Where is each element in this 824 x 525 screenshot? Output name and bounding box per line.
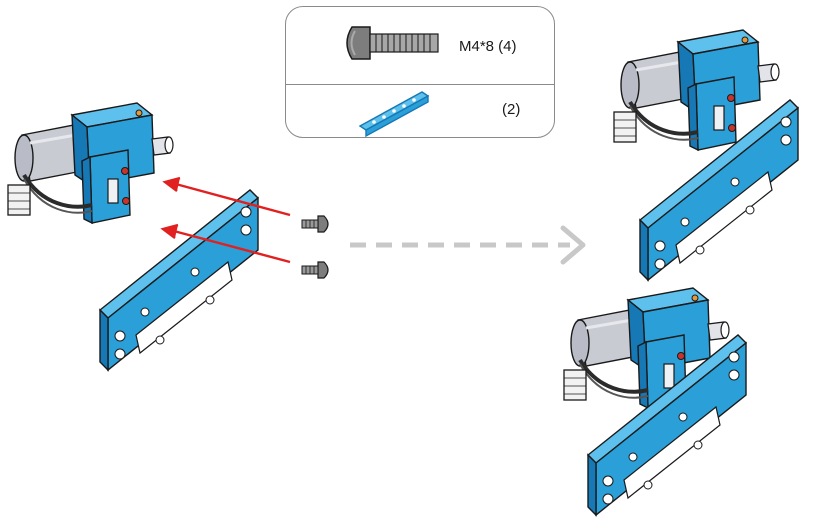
parts-list-box (285, 6, 555, 138)
screw-icon (346, 26, 439, 60)
parts-list-divider (285, 84, 555, 85)
motor-assembly-exploded (6, 101, 175, 225)
screw-lower (301, 261, 329, 279)
beam-icon (358, 91, 430, 138)
screw-quantity-label: M4*8 (4) (459, 38, 517, 55)
beam-quantity-label: (2) (502, 101, 521, 118)
assembly-result-top (612, 28, 799, 281)
next-step-arrow (350, 225, 586, 265)
assembly-result-bottom (562, 286, 747, 516)
screw-upper (301, 215, 329, 233)
assembly-guide-arrows (160, 176, 291, 264)
